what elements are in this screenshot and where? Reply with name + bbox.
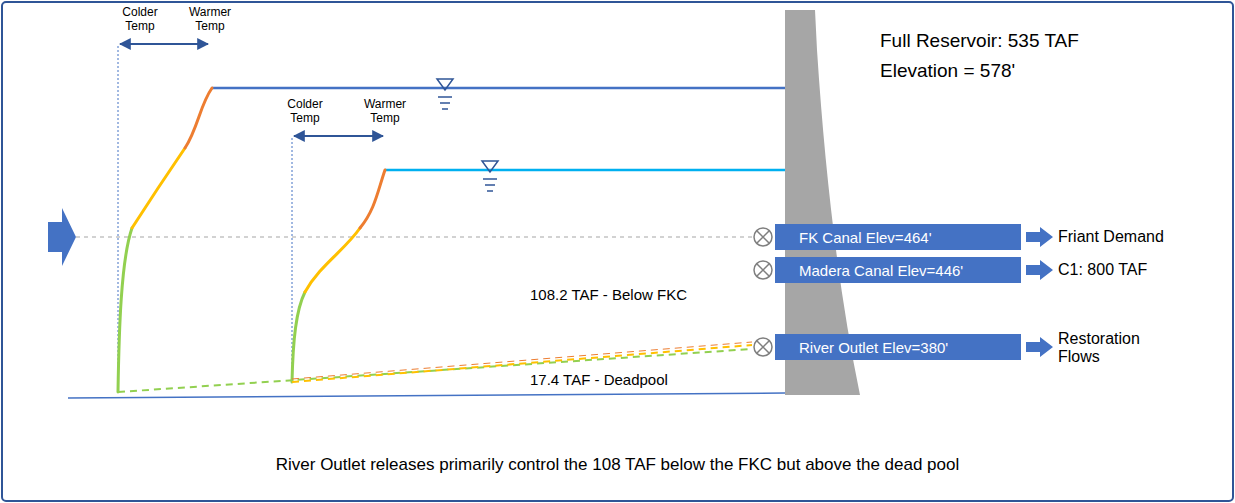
outflow-label: C1: 800 TAF bbox=[1058, 261, 1147, 279]
outflow-label: Restoration Flows bbox=[1058, 330, 1158, 367]
draw-line bbox=[292, 342, 752, 379]
outlet-box: River Outlet Elev=380' bbox=[775, 334, 1021, 360]
temp-profile bbox=[292, 170, 385, 382]
temp-profile bbox=[118, 88, 212, 392]
water-symbol-dashes bbox=[483, 179, 497, 191]
reservoir-floor bbox=[68, 393, 785, 398]
water-symbol bbox=[437, 79, 453, 90]
outlet-box: Madera Canal Elev=446' bbox=[775, 257, 1021, 283]
inflow-arrow bbox=[48, 208, 76, 266]
outflow-label: Friant Demand bbox=[1058, 228, 1164, 246]
temp-range-arrow bbox=[294, 135, 383, 137]
outlet-label: FK Canal Elev=464' bbox=[775, 229, 942, 246]
full-water-surface bbox=[212, 87, 785, 90]
water-symbol-dashes bbox=[438, 97, 452, 109]
outlet-label: Madera Canal Elev=446' bbox=[775, 262, 973, 279]
axis-label: Warmer Temp bbox=[181, 6, 239, 34]
water-symbol bbox=[482, 161, 498, 172]
reservoir-note: Full Reservoir: 535 TAF bbox=[880, 30, 1079, 52]
storage-note: 17.4 TAF - Deadpool bbox=[530, 371, 668, 388]
axis-label: Colder Temp bbox=[278, 98, 332, 126]
fkc-level-line bbox=[76, 236, 758, 237]
temp-range-arrow bbox=[120, 43, 208, 45]
outlet-label: River Outlet Elev=380' bbox=[775, 339, 958, 356]
storage-note: 108.2 TAF - Below FKC bbox=[530, 286, 687, 303]
axis-label: Warmer Temp bbox=[356, 98, 414, 126]
valve-symbol bbox=[754, 228, 772, 356]
draw-line bbox=[118, 349, 752, 392]
draw-line bbox=[292, 345, 752, 382]
outflow-arrow bbox=[1026, 227, 1053, 357]
axis-label: Colder Temp bbox=[113, 6, 167, 34]
outlet-box: FK Canal Elev=464' bbox=[775, 224, 1021, 250]
reservoir-note: Elevation = 578' bbox=[880, 60, 1015, 82]
caption: River Outlet releases primarily control … bbox=[0, 455, 1235, 475]
lower-water-surface bbox=[385, 169, 785, 172]
